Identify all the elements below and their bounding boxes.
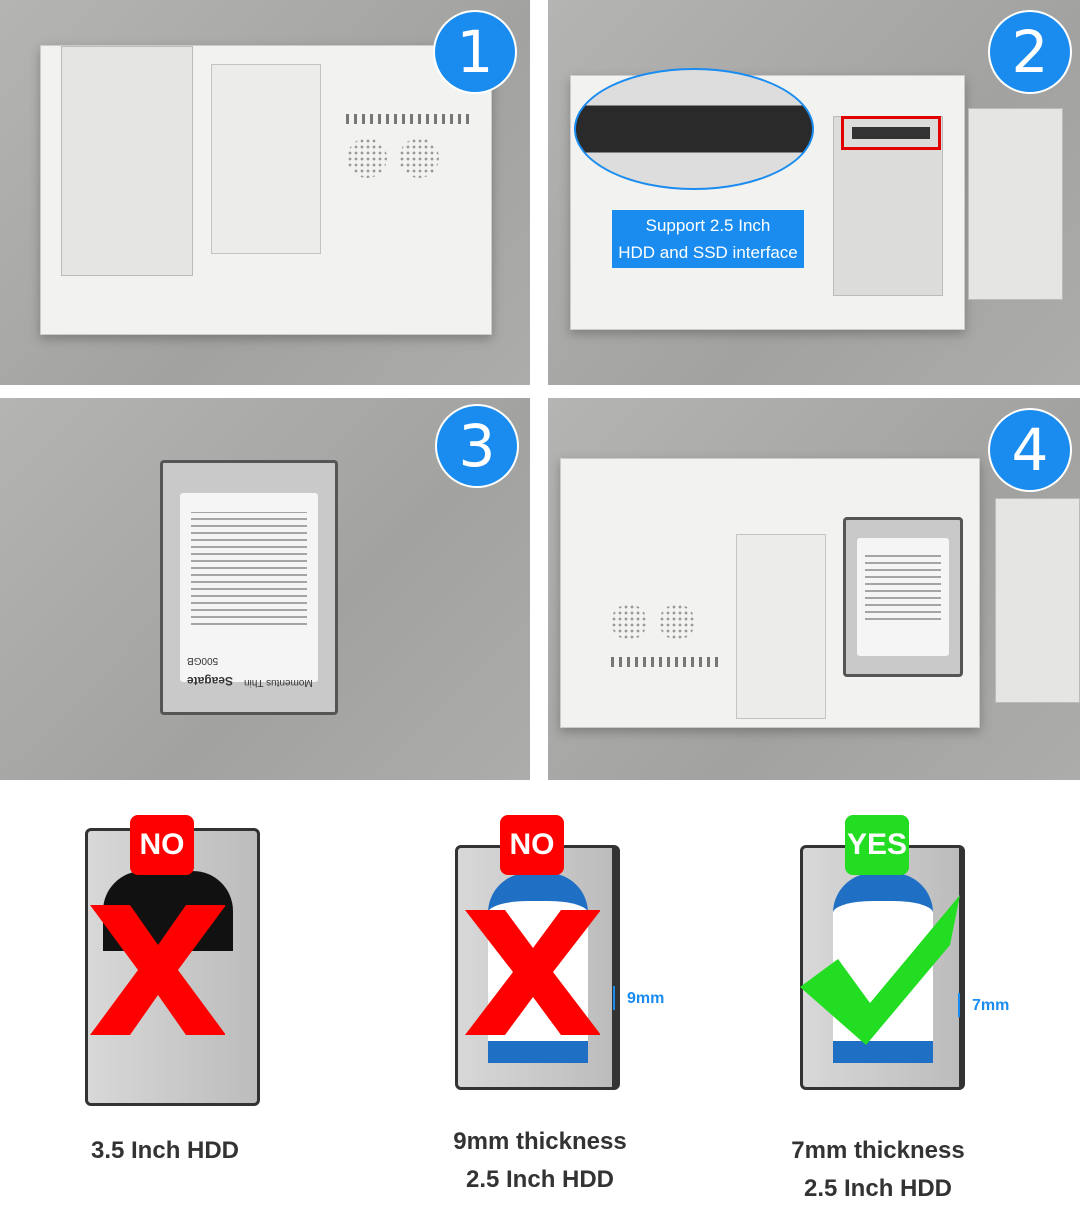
support-callout: Support 2.5 Inch HDD and SSD interface: [612, 210, 804, 268]
empty-drive-bay: [833, 116, 943, 296]
speaker-grille: [611, 604, 647, 640]
step-number-4: 4: [990, 410, 1070, 490]
speaker-grille: [659, 604, 695, 640]
drive-bay-cover: [61, 46, 193, 276]
stand: [736, 534, 826, 719]
speaker-grille: [399, 138, 439, 178]
step-2-panel: Support 2.5 Inch HDD and SSD interface 2: [548, 0, 1080, 385]
device-back-installed: [560, 458, 980, 728]
no-badge: NO: [130, 815, 194, 875]
step-number-1: 1: [435, 12, 515, 92]
x-mark-icon: [465, 910, 600, 1035]
step-number-3: 3: [437, 406, 517, 486]
step-4-panel: 4: [548, 398, 1080, 780]
thickness-9mm: 9mm: [612, 986, 665, 1010]
bay-cover: [995, 498, 1080, 703]
x-mark-icon: [90, 905, 225, 1035]
step-number-2: 2: [990, 12, 1070, 92]
sata-connector-highlight: [841, 116, 941, 150]
stand: [211, 64, 321, 254]
vents: [346, 114, 471, 124]
drive-capacity: 500GB: [187, 655, 219, 666]
drive-model: Momentus Thin: [244, 677, 313, 688]
check-mark-icon: [800, 895, 960, 1045]
installed-hard-drive: [843, 517, 963, 677]
device-back: [40, 45, 492, 335]
caption-3-5-inch: 3.5 Inch HDD: [90, 1137, 240, 1164]
step-1-panel: 1: [0, 0, 530, 385]
vents: [611, 657, 721, 667]
drive-brand: Seagate: [187, 674, 234, 688]
hard-drive-2-5: Seagate 500GB Momentus Thin: [160, 460, 338, 715]
no-badge: NO: [500, 815, 564, 875]
bay-cover-removed: [968, 108, 1063, 300]
connector-zoom-callout: [574, 68, 814, 190]
yes-badge: YES: [845, 815, 909, 875]
thickness-7mm: 7mm: [957, 993, 1010, 1017]
speaker-grille: [347, 138, 387, 178]
step-3-panel: Seagate 500GB Momentus Thin 3: [0, 398, 530, 780]
